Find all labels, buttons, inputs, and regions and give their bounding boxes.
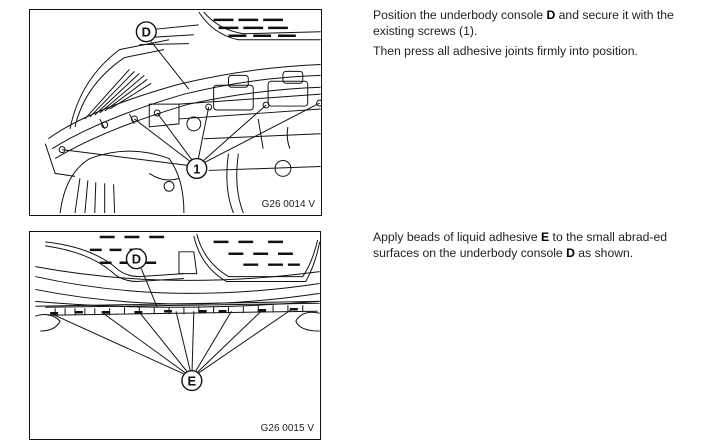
instruction-paragraph: Apply beads of liquid adhesive E to the … <box>373 230 693 261</box>
callout-label-d: D <box>142 25 151 40</box>
callout-circle-1 <box>186 157 208 180</box>
step-text-2: Apply beads of liquid adhesive E to the … <box>373 230 693 266</box>
text-run: Apply beads of liquid adhesive <box>373 230 542 244</box>
text-run: Position the underbody console <box>373 8 547 22</box>
step-text-1: Position the underbody console D and sec… <box>373 8 693 65</box>
figure-adhesive-beads: D E G26 0015 V <box>29 231 321 440</box>
leader-lines-e <box>50 308 293 379</box>
text-run: and secure it with the existing screws (… <box>373 8 674 38</box>
part-label-d: D <box>566 245 575 260</box>
leader-line-d <box>150 41 190 90</box>
part-label-d: D <box>546 8 556 22</box>
figure-underbody-console-screws: D 1 G26 0014 V <box>29 9 322 216</box>
leader-line-d <box>140 268 158 308</box>
figure-code: G26 0015 V <box>260 423 314 434</box>
text-run: Then press all adhesive joints firmly in… <box>373 44 638 58</box>
callout-label-1: 1 <box>193 161 200 176</box>
callout-circle-e <box>181 369 203 392</box>
leader-lines-1 <box>62 102 320 167</box>
instruction-paragraph: Then press all adhesive joints firmly in… <box>373 44 693 60</box>
part-label-e: E <box>541 230 550 244</box>
instruction-paragraph: Position the underbody console D and sec… <box>373 8 693 39</box>
wheel-arch-drawing <box>59 150 244 214</box>
callout-circle-d <box>135 21 157 43</box>
grille-drawing <box>139 11 321 46</box>
illustration-console-screws: D 1 <box>44 11 321 214</box>
callout-circle-d <box>125 248 147 270</box>
figure-code: G26 0014 V <box>261 199 315 210</box>
air-intake-drawing <box>69 39 170 129</box>
text-run: as shown. <box>574 245 634 260</box>
text-run: to the small abrad-ed surfaces on the un… <box>373 230 668 260</box>
bumper-drawing <box>35 266 320 332</box>
illustration-adhesive-beads: D E <box>35 233 320 392</box>
callout-label-d: D <box>132 252 141 267</box>
callout-label-e: E <box>188 374 197 389</box>
bumper-drawing <box>44 63 321 177</box>
